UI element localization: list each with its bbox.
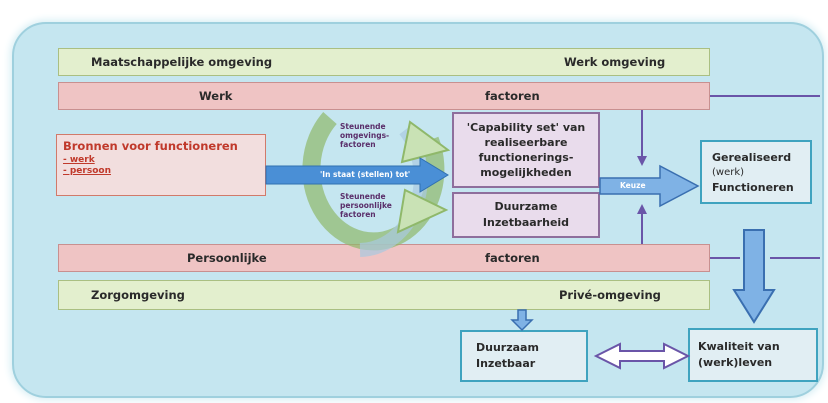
- duurzaam-line-1: Duurzaam: [476, 341, 539, 354]
- in-staat-label: 'In staat (stellen) tot': [320, 170, 411, 179]
- in-staat-arrow-icon: [265, 157, 449, 193]
- kwaliteit-line-2: (werk)leven: [698, 356, 773, 369]
- steunende-persoonlijke-line-3: factoren: [340, 210, 376, 219]
- factoren-top-label: factoren: [485, 89, 540, 103]
- steunende-persoonlijke-line-1: Steunende: [340, 192, 386, 201]
- duurzaam-line-2: Inzetbaar: [476, 357, 536, 370]
- steunende-persoonlijke-label: Steunende persoonlijke factoren: [340, 192, 392, 219]
- werk-omgeving-label: Werk omgeving: [564, 55, 666, 69]
- persoonlijke-label: Persoonlijke: [187, 251, 267, 265]
- gerealiseerd-functioneren-box: Gerealiseerd (werk) Functioneren: [700, 140, 812, 204]
- bronnen-title: Bronnen voor functioneren: [63, 139, 238, 153]
- duurzame-line-1: Duurzame: [494, 200, 558, 213]
- capability-line-2: realiseerbare: [484, 136, 568, 149]
- factoren-bottom-label: factoren: [485, 251, 540, 265]
- zorgomgeving-label: Zorgomgeving: [91, 288, 185, 302]
- capability-set-box: 'Capability set' van realiseerbare funct…: [452, 112, 600, 188]
- prive-omgeving-label: Privé-omgeving: [559, 288, 661, 302]
- kwaliteit-werkleven-box: Kwaliteit van (werk)leven: [688, 328, 818, 382]
- cycle-arrowhead-bottom-icon: [396, 188, 449, 234]
- capability-line-1: 'Capability set' van: [466, 121, 586, 134]
- duurzaam-inzetbaar-box: Duurzaam Inzetbaar: [460, 330, 588, 382]
- capability-line-3: functionerings-: [478, 151, 574, 164]
- duurzame-inzetbaarheid-box: Duurzame Inzetbaarheid: [452, 192, 600, 238]
- maatschappelijke-werk-omgeving-band: Maatschappelijke omgeving Werk omgeving: [58, 48, 710, 76]
- gerealiseerd-line-1: Gerealiseerd: [712, 150, 792, 164]
- werk-factoren-band: Werk factoren: [58, 82, 710, 110]
- bronnen-voor-functioneren-box: Bronnen voor functioneren - werk - perso…: [56, 134, 266, 196]
- gerealiseerd-line-2: (werk): [712, 166, 745, 178]
- steunende-omgevings-line-1: Steunende: [340, 122, 386, 131]
- werk-label: Werk: [199, 89, 233, 103]
- duurzame-line-2: Inzetbaarheid: [482, 216, 570, 229]
- keuze-label: Keuze: [620, 181, 646, 190]
- cycle-arrowhead-top-icon: [400, 120, 451, 164]
- gerealiseerd-line-3: Functioneren: [712, 180, 794, 194]
- kwaliteit-line-1: Kwaliteit van: [698, 340, 780, 353]
- bronnen-item-werk: - werk: [63, 155, 95, 165]
- keuze-arrow-icon: [599, 164, 700, 208]
- zorg-prive-omgeving-band: Zorgomgeving Privé-omgeving: [58, 280, 710, 310]
- down-arrow-duurzaam-icon: [510, 309, 534, 332]
- steunende-omgevings-line-2: omgevings-: [340, 131, 390, 140]
- bronnen-item-persoon: - persoon: [63, 166, 111, 176]
- capability-line-4: mogelijkheden: [480, 166, 572, 179]
- cycle-ring-icon: [302, 112, 445, 251]
- double-arrow-icon: [593, 342, 691, 370]
- down-arrow-kwaliteit-icon: [732, 229, 776, 324]
- steunende-omgevings-line-3: factoren: [340, 140, 376, 149]
- steunende-omgevings-label: Steunende omgevings- factoren: [340, 122, 389, 149]
- steunende-persoonlijke-line-2: persoonlijke: [340, 201, 392, 210]
- maatschappelijke-omgeving-label: Maatschappelijke omgeving: [91, 55, 273, 69]
